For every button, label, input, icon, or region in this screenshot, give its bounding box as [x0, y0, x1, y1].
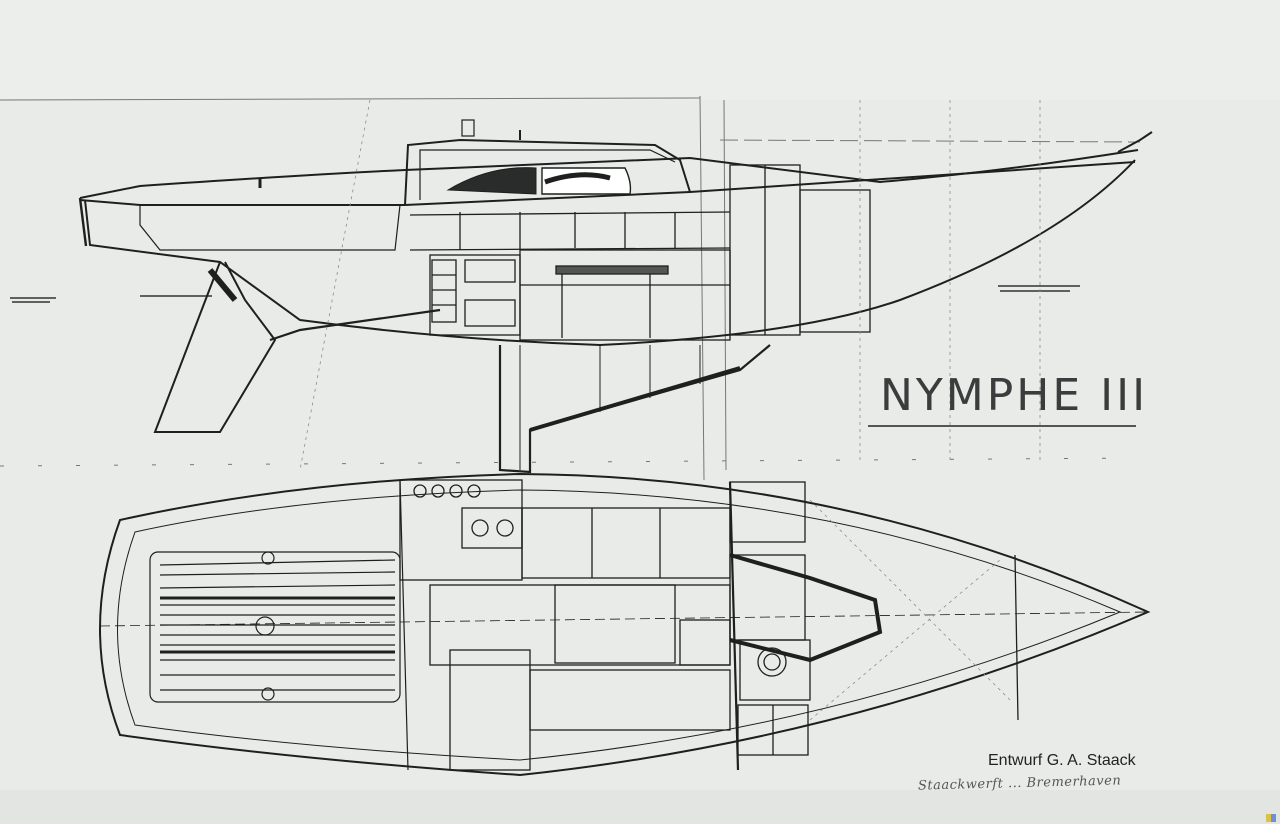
rudder — [153, 261, 277, 433]
designer-credit: Entwurf G. A. Staack — [988, 752, 1136, 769]
skeg — [207, 268, 238, 302]
title-underline — [868, 425, 1136, 427]
cockpit-seating — [149, 551, 401, 703]
drawing-title: NYMPHE III — [880, 370, 1149, 421]
bow-pulpit — [1117, 131, 1153, 153]
plan-centerline — [99, 611, 1149, 627]
corner-color-mark — [1266, 814, 1276, 822]
keel — [498, 344, 771, 474]
plan-hull-outline — [99, 472, 1151, 777]
propeller-shaft — [269, 308, 441, 342]
construction-lines — [299, 99, 1041, 721]
transom-line — [78, 197, 88, 247]
cabin-window-aft — [446, 167, 537, 195]
profile-view — [78, 119, 1153, 474]
hull-sheer-line — [79, 149, 1139, 199]
hull-bottom-line — [84, 159, 1136, 347]
forward-berth — [729, 553, 883, 663]
waterline-marks — [10, 285, 1080, 303]
cabin-trunk — [404, 138, 691, 206]
plan-view — [99, 472, 1151, 777]
